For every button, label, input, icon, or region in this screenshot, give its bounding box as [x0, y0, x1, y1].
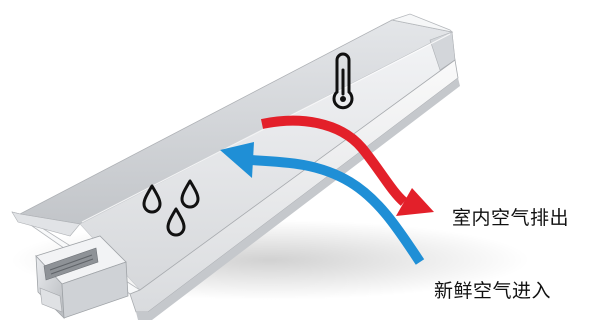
intake-label: 新鲜空气进入: [434, 280, 552, 302]
fan-box: [35, 235, 129, 320]
unit-right-cap: [390, 13, 454, 33]
thermometer-icon: [332, 52, 354, 110]
unit-left-end: [11, 211, 81, 237]
water-drops-icon: [142, 179, 200, 237]
intake-arrow: [220, 142, 425, 265]
exhaust-arrow: [260, 115, 434, 216]
unit-underside: [136, 78, 460, 320]
exhaust-label: 室内空气排出: [452, 207, 570, 229]
